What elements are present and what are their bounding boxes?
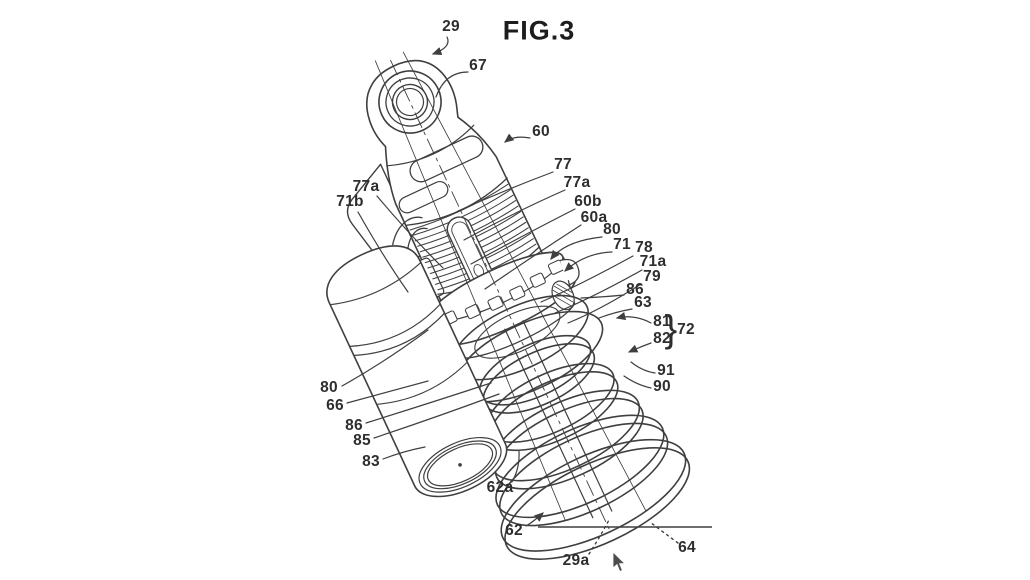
ref-label-86-right: 86 — [626, 281, 644, 298]
ref-label-60b: 60b — [574, 193, 602, 210]
ref-label-91: 91 — [657, 362, 675, 379]
ref-label-67: 67 — [469, 57, 487, 74]
reservoir-end-cap — [418, 436, 502, 493]
ref-label-66: 66 — [326, 397, 344, 414]
ref-label-64: 64 — [678, 539, 696, 556]
mouse-cursor — [612, 551, 626, 573]
body-slot-upper — [409, 135, 484, 183]
ref-label-71: 71 — [613, 236, 631, 253]
ref-label-72: 72 — [677, 321, 695, 338]
ref-label-60: 60 — [532, 123, 550, 140]
damper-rod — [504, 320, 613, 519]
ref-label-77a-right: 77a — [563, 174, 591, 191]
figure-title: FIG.3 — [502, 15, 576, 46]
ref-label-81: 81 — [653, 313, 671, 330]
ref-label-29: 29 — [442, 18, 460, 35]
ref-label-82: 82 — [653, 330, 671, 347]
ref-label-brace-72: } — [664, 308, 678, 351]
ref-label-85: 85 — [353, 432, 371, 449]
ref-label-83: 83 — [362, 453, 380, 470]
ref-label-90: 90 — [653, 378, 671, 395]
ref-label-78: 78 — [635, 239, 653, 256]
ref-label-71b: 71b — [336, 193, 364, 210]
ref-label-62: 62 — [505, 522, 523, 539]
ref-label-71a: 71a — [639, 253, 667, 270]
ref-label-60a: 60a — [580, 209, 608, 226]
ref-label-80-left: 80 — [320, 379, 338, 396]
ref-label-77a-left: 77a — [352, 178, 380, 195]
ref-label-62a: 62a — [486, 479, 514, 496]
ref-label-79: 79 — [643, 268, 661, 285]
ref-label-29a: 29a — [562, 552, 590, 569]
ref-label-80-right: 80 — [603, 221, 621, 238]
ref-label-63: 63 — [634, 294, 652, 311]
ref-label-86-left: 86 — [345, 417, 363, 434]
ref-label-77-right: 77 — [554, 156, 572, 173]
